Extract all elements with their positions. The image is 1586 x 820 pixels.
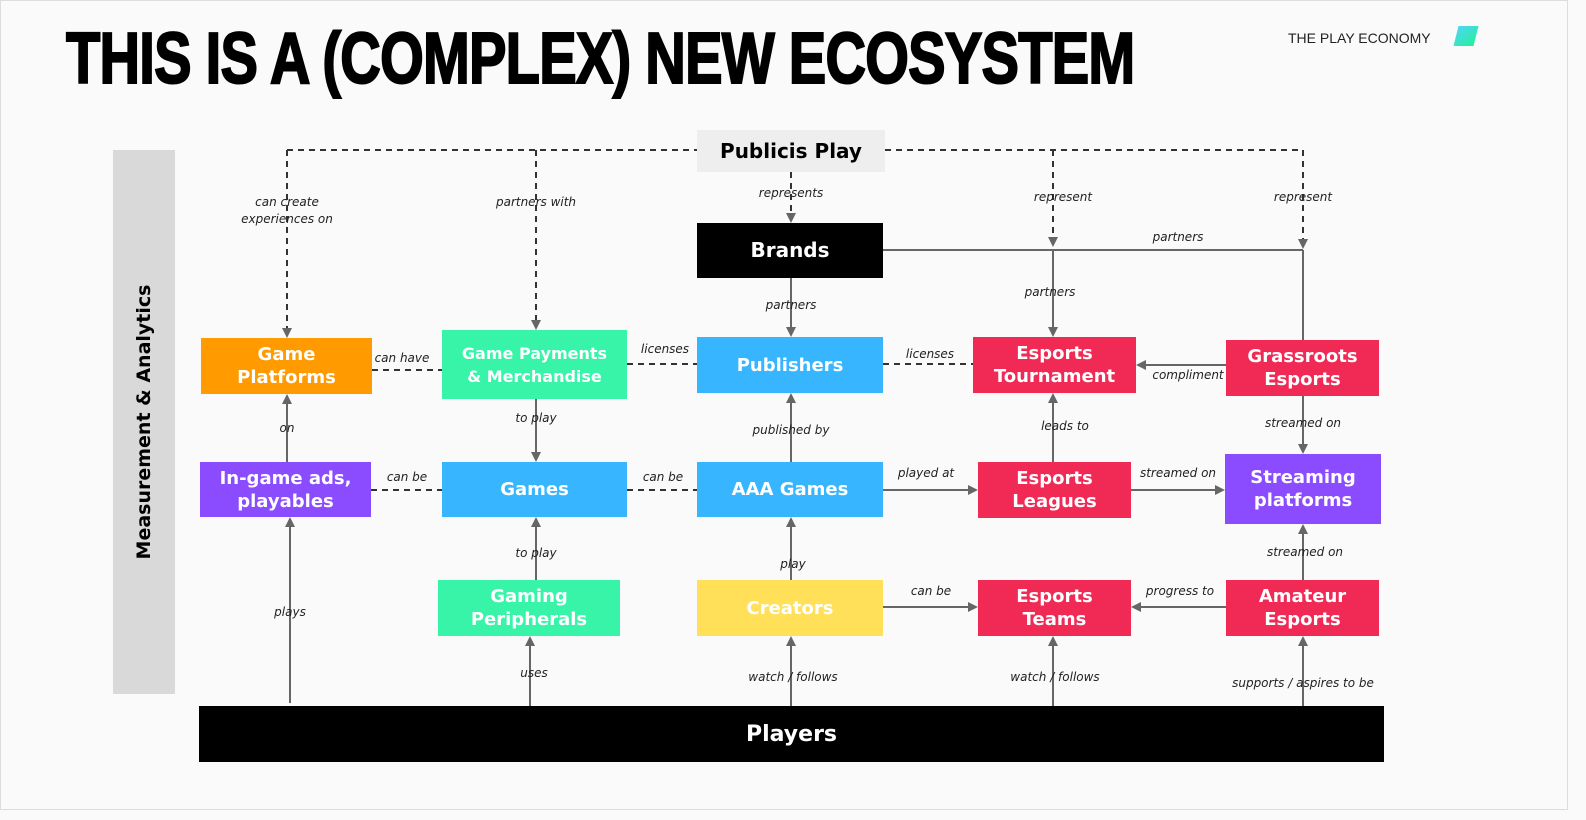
edge-label: supports / aspires to be (1232, 676, 1374, 690)
edge-label: published by (752, 423, 831, 437)
node-brands: Brands (697, 223, 883, 278)
edge-label: licenses (641, 342, 689, 356)
edge-label: represent (1274, 190, 1333, 204)
edge-label: compliment (1152, 368, 1225, 382)
node-publishers: Publishers (697, 337, 883, 393)
edge-label: streamed on (1265, 416, 1341, 430)
node-esports-tournament: Esports Tournament (973, 337, 1136, 393)
edge-label: represent (1034, 190, 1093, 204)
edge-label: played at (897, 466, 956, 480)
edge-label: watch / follows (748, 670, 837, 684)
measurement-analytics-bar: Measurement & Analytics (113, 150, 175, 694)
node-aaa-games: AAA Games (697, 462, 883, 517)
edge-label: partners (1024, 285, 1076, 299)
node-gaming-peripherals: Gaming Peripherals (438, 580, 620, 636)
node-game-payments: Game Payments & Merchandise (442, 330, 627, 399)
node-amateur-esports: Amateur Esports (1226, 580, 1379, 636)
edge-label: streamed on (1267, 545, 1343, 559)
node-creators: Creators (697, 580, 883, 636)
edge-label: play (779, 557, 806, 571)
edge-label: licenses (906, 347, 954, 361)
node-publicis-play: Publicis Play (697, 130, 885, 172)
edge-label: partners (1152, 230, 1204, 244)
node-games: Games (442, 462, 627, 517)
node-players: Players (199, 706, 1384, 762)
node-game-platforms: Game Platforms (201, 338, 372, 394)
node-streaming-platforms: Streaming platforms (1225, 454, 1381, 524)
edge-label: plays (273, 605, 306, 619)
edge-label: can be (387, 470, 427, 484)
edge-label: to play (515, 411, 557, 425)
page-title: THIS IS A (COMPLEX) NEW ECOSYSTEM (65, 18, 1136, 100)
edge-label: can be (643, 470, 683, 484)
node-esports-leagues: Esports Leagues (978, 462, 1131, 518)
node-esports-teams: Esports Teams (978, 580, 1131, 636)
edge-label: leads to (1041, 419, 1089, 433)
edge-label: represents (759, 186, 823, 200)
edge-label: on (280, 421, 295, 435)
brand-name: THE PLAY ECONOMY (1288, 30, 1431, 46)
edge-label: can be (911, 584, 951, 598)
edge-label: can create (255, 195, 319, 209)
edge-label: partners (765, 298, 817, 312)
edge-label: to play (515, 546, 557, 560)
edge-label: progress to (1145, 584, 1214, 598)
edge-label: watch / follows (1010, 670, 1099, 684)
node-ingame-ads: In-game ads, playables (200, 462, 371, 517)
edge-label: experiences on (241, 212, 333, 226)
node-grassroots-esports: Grassroots Esports (1226, 340, 1379, 396)
edge-label: streamed on (1140, 466, 1216, 480)
edge-label: can have (375, 351, 430, 365)
edge-label: partners with (495, 195, 576, 209)
edge-label: uses (520, 666, 548, 680)
